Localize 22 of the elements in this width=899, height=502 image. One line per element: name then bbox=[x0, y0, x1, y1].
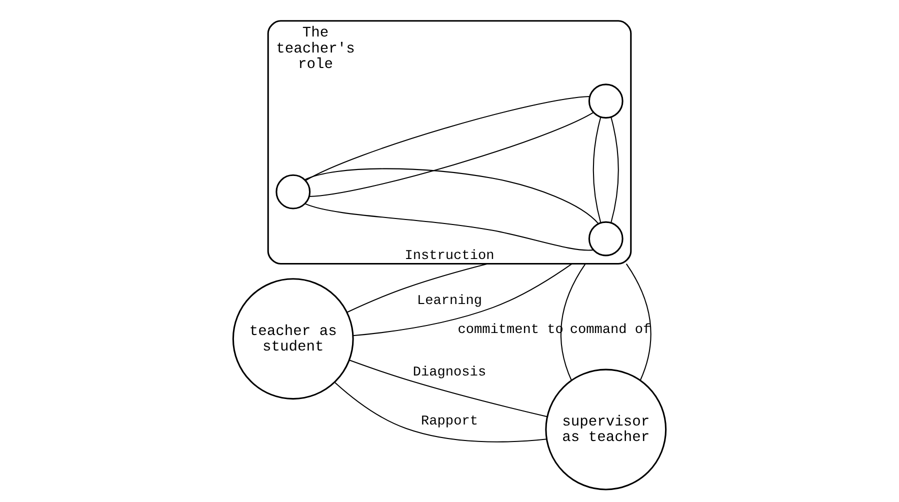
connector bbox=[626, 263, 652, 381]
node-circle: teacher as student bbox=[232, 278, 354, 400]
node-circle bbox=[588, 221, 624, 256]
node-circle: supervisor as teacher bbox=[545, 368, 667, 490]
edge-label: Learning bbox=[416, 294, 482, 309]
edge-label: Rapport bbox=[421, 414, 478, 430]
connector bbox=[560, 263, 586, 381]
node-circle bbox=[276, 174, 311, 210]
edge-label: Diagnosis bbox=[412, 366, 486, 381]
connector bbox=[305, 96, 590, 181]
connector bbox=[349, 360, 548, 418]
connector bbox=[346, 263, 488, 313]
connector bbox=[334, 382, 547, 442]
edge-label: command of bbox=[570, 322, 652, 338]
connector bbox=[309, 112, 594, 197]
connector bbox=[304, 203, 594, 251]
connector bbox=[353, 263, 572, 336]
connector bbox=[610, 117, 619, 223]
connector bbox=[304, 168, 599, 224]
connector bbox=[592, 117, 602, 223]
node-circle bbox=[588, 84, 624, 119]
edge-label: Instruction bbox=[404, 248, 494, 264]
